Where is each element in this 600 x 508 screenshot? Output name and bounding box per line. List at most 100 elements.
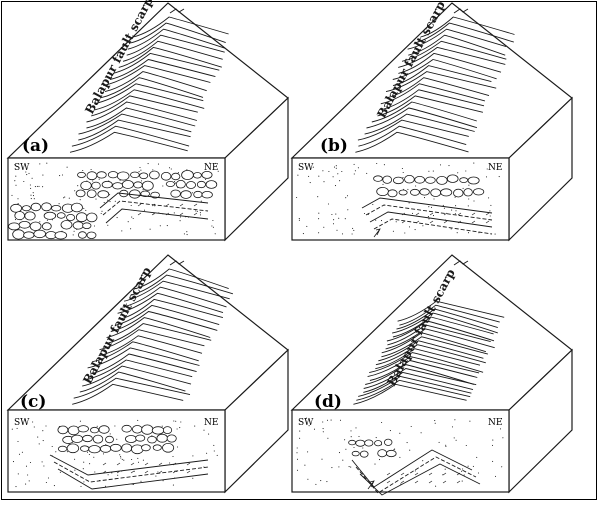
sand-speck (334, 185, 337, 187)
sand-speck (174, 182, 177, 184)
gravel-clast (78, 231, 87, 239)
sand-speck (462, 468, 464, 470)
block-front-face (291, 157, 510, 241)
sand-speck (472, 465, 474, 467)
sand-speck (114, 200, 116, 202)
sand-speck (199, 214, 202, 216)
sand-speck (318, 218, 320, 220)
sand-speck (117, 474, 119, 476)
sand-speck (21, 451, 23, 453)
stratum-tick (401, 220, 406, 224)
sand-speck (408, 226, 411, 228)
stratum-line (355, 456, 477, 494)
sand-speck (209, 162, 211, 164)
gravel-clast (419, 188, 430, 196)
gravel-clast (43, 211, 57, 220)
sand-speck (59, 175, 61, 177)
sand-speck (380, 220, 383, 222)
sand-speck (296, 196, 298, 199)
scarp-ridge-line (130, 274, 234, 296)
sand-speck (45, 425, 47, 427)
sand-speck (306, 225, 308, 227)
sand-speck (414, 229, 416, 231)
scarp-ridge-line (381, 332, 487, 354)
gravel-clast (152, 444, 162, 451)
cross-section (296, 417, 504, 496)
scarp-ridge-line (87, 347, 200, 369)
stratum-tick (116, 470, 121, 474)
stratum-tick (414, 472, 419, 476)
sand-speck (33, 426, 35, 428)
sand-speck (86, 451, 89, 453)
scarp-ridge-line (79, 371, 186, 393)
sand-speck (179, 427, 181, 429)
scarp-ridge-line (363, 368, 477, 389)
gravel-clast (66, 443, 80, 454)
scarp-ridge-line (375, 348, 481, 370)
scarp-ridge-line (367, 356, 480, 378)
gravel-clast (96, 171, 107, 179)
sand-speck (322, 421, 324, 423)
stratum-tick (429, 220, 434, 224)
gravel-clast (162, 443, 175, 453)
sand-speck (139, 166, 141, 169)
sand-speck (443, 207, 445, 209)
sand-speck (119, 454, 121, 456)
scarp-ridge-line (106, 317, 211, 339)
gravel-clast (141, 180, 154, 191)
stratum-tick (443, 220, 448, 224)
sand-speck (375, 219, 377, 221)
sand-speck (323, 181, 325, 183)
gravel-clast (60, 220, 73, 230)
sand-speck (494, 475, 497, 477)
sand-speck (29, 184, 31, 186)
sand-speck (414, 470, 416, 472)
sand-speck (205, 178, 207, 181)
sand-speck (338, 217, 340, 219)
sand-speck (307, 451, 309, 453)
gravel-clast (440, 188, 453, 197)
stratum-tick (130, 462, 135, 466)
sand-speck (170, 168, 172, 170)
direction-left: SW (298, 418, 314, 428)
sand-speck (46, 219, 48, 221)
sand-speck (42, 430, 44, 432)
sand-speck (399, 456, 401, 458)
stratum-tick (471, 220, 476, 224)
sand-speck (42, 440, 44, 442)
scarp-ridge-line (78, 113, 192, 135)
sand-speck (345, 197, 347, 199)
sand-speck (350, 436, 352, 438)
sand-speck (485, 176, 488, 178)
stratum-line (365, 204, 493, 221)
sand-speck (499, 428, 502, 430)
stratum-tick (179, 212, 184, 216)
scarp-ridge-line (413, 22, 514, 44)
cross-section (11, 419, 218, 490)
sand-speck (363, 212, 366, 215)
stratum-tick (130, 470, 135, 474)
stratum-tick (457, 212, 462, 216)
sand-speck (206, 452, 208, 454)
sand-speck (194, 425, 196, 427)
sand-speck (358, 435, 360, 438)
sand-speck (492, 460, 494, 462)
gravel-clast (160, 172, 172, 181)
scarp-ridge-line (385, 71, 497, 93)
sand-speck (400, 483, 402, 485)
fault-arrow (367, 480, 375, 490)
sand-speck (120, 457, 122, 459)
sand-speck (454, 196, 456, 198)
sand-speck (79, 199, 81, 201)
sand-speck (327, 437, 329, 439)
gravel-clast (21, 205, 31, 212)
stratum-tick (386, 472, 391, 476)
gravel-clast (24, 211, 36, 221)
gravel-clast (374, 440, 383, 447)
sand-speck (111, 472, 113, 474)
sand-speck (18, 453, 21, 455)
gravel-clast (110, 443, 122, 452)
sand-speck (25, 465, 28, 467)
gravel-clast (171, 172, 181, 181)
scarp-ridge-line (90, 353, 197, 375)
